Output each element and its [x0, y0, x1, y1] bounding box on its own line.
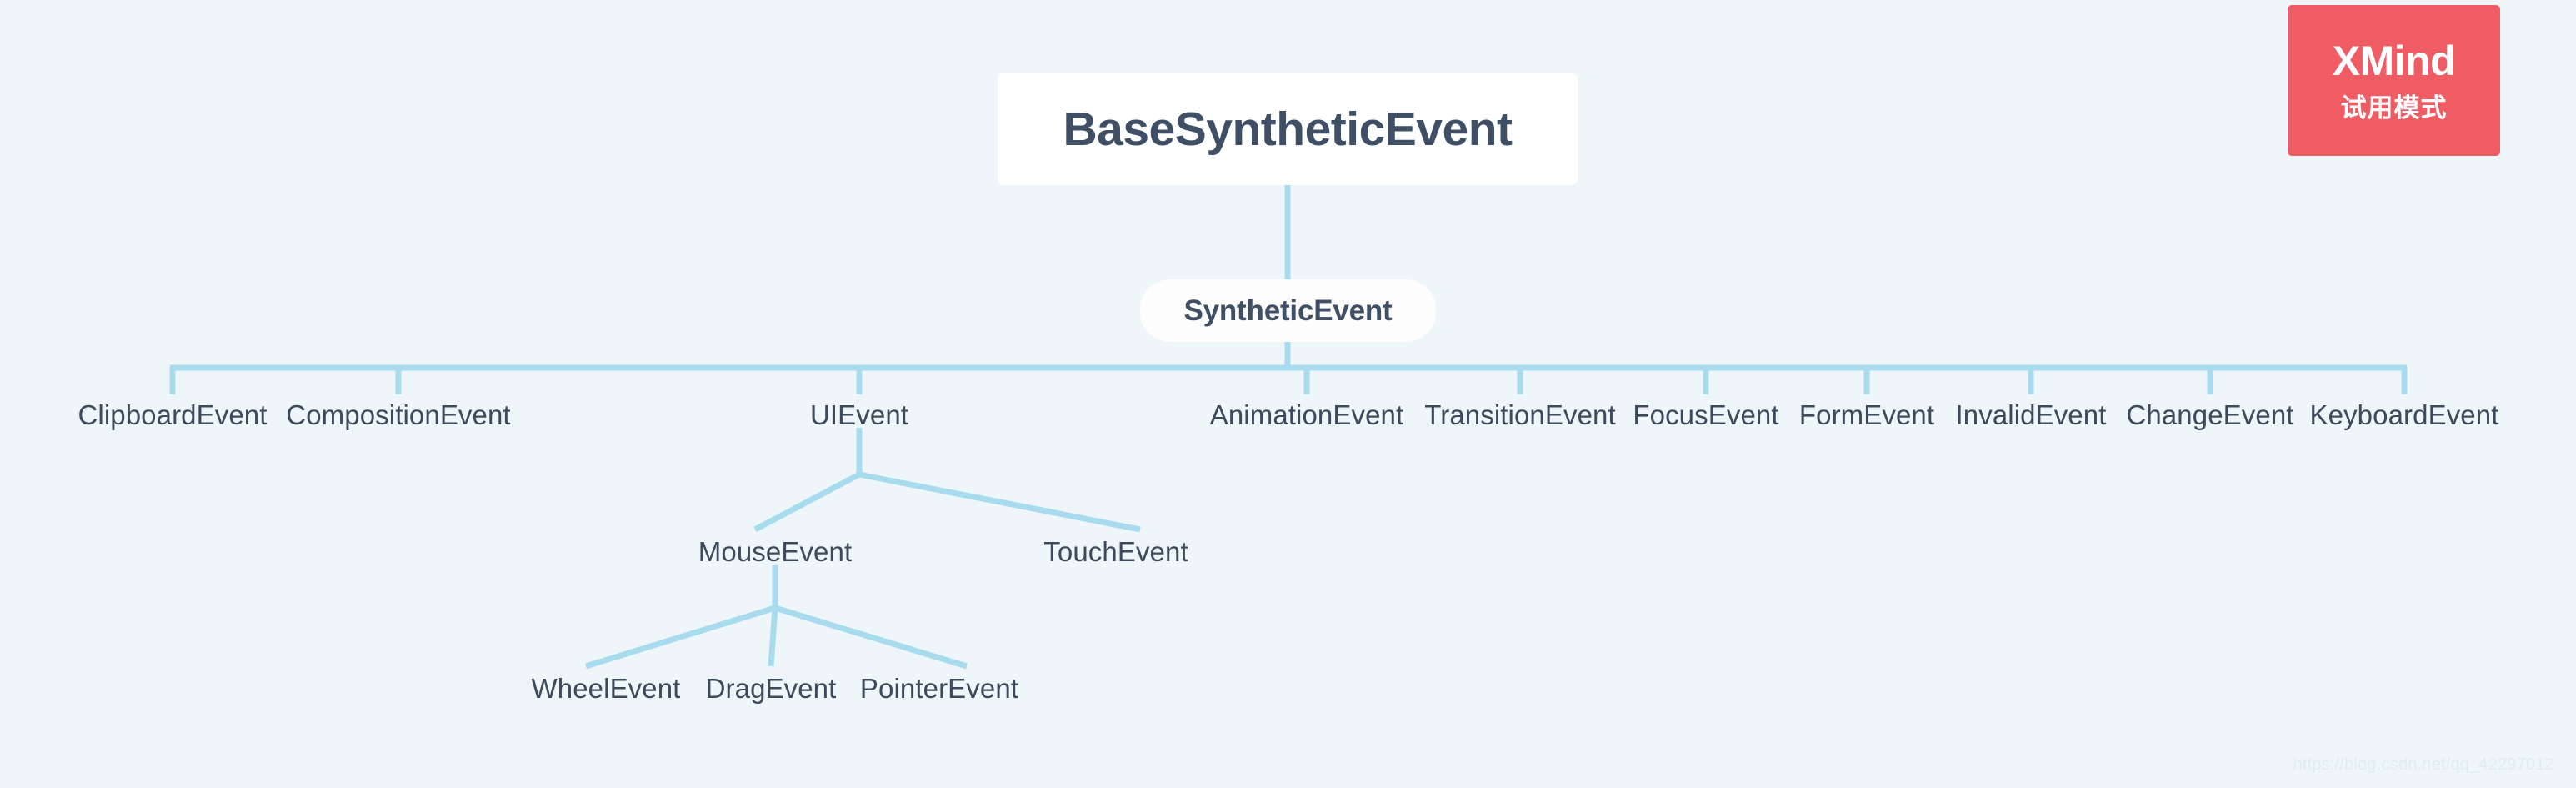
edge-uievent-to-touchevent — [858, 471, 1141, 533]
node-mouseevent-label: MouseEvent — [698, 536, 853, 567]
node-invalidevent[interactable]: InvalidEvent — [1956, 401, 2107, 429]
edge-mouseevent-to-pointerevent — [773, 605, 968, 670]
node-animationevent[interactable]: AnimationEvent — [1210, 401, 1404, 429]
node-focusevent[interactable]: FocusEvent — [1633, 401, 1778, 429]
node-invalidevent-label: InvalidEvent — [1955, 399, 2107, 430]
node-compositionevent[interactable]: CompositionEvent — [286, 401, 510, 429]
node-wheelevent-label: WheelEvent — [531, 673, 681, 704]
xmind-trial-badge: XMind 试用模式 — [2288, 5, 2500, 156]
edge-uievent-to-mouseevent — [753, 471, 861, 533]
node-keyboardevent[interactable]: KeyboardEvent — [2310, 401, 2499, 429]
edge-mouseevent-to-wheelevent — [584, 605, 777, 670]
node-dragevent-label: DragEvent — [705, 673, 837, 704]
node-syntheticevent-label: SyntheticEvent — [1183, 294, 1393, 327]
node-uievent[interactable]: UIEvent — [810, 401, 908, 429]
node-keyboardevent-label: KeyboardEvent — [2309, 399, 2499, 430]
node-transitionevent-label: TransitionEvent — [1424, 399, 1616, 430]
node-mouseevent[interactable]: MouseEvent — [698, 538, 852, 565]
node-pointerevent-label: PointerEvent — [859, 673, 1019, 704]
node-compositionevent-label: CompositionEvent — [286, 399, 511, 430]
root-node-label: BaseSyntheticEvent — [1063, 103, 1513, 156]
node-syntheticevent[interactable]: SyntheticEvent — [1140, 279, 1436, 342]
node-clipboardevent-label: ClipboardEvent — [78, 399, 268, 430]
csdn-watermark: https://blog.csdn.net/qq_42297012 — [2293, 755, 2554, 774]
node-pointerevent[interactable]: PointerEvent — [860, 675, 1018, 702]
node-formevent[interactable]: FormEvent — [1799, 401, 1934, 429]
xmind-badge-subtitle: 试用模式 — [2340, 93, 2448, 123]
node-formevent-label: FormEvent — [1798, 399, 1935, 430]
node-clipboardevent[interactable]: ClipboardEvent — [78, 401, 267, 429]
edge-mouseevent-to-dragevent — [768, 607, 778, 667]
node-wheelevent[interactable]: WheelEvent — [532, 675, 681, 702]
node-changeevent-label: ChangeEvent — [2126, 399, 2294, 430]
node-transitionevent[interactable]: TransitionEvent — [1424, 401, 1616, 429]
xmind-badge-title: XMind — [2332, 38, 2456, 84]
node-focusevent-label: FocusEvent — [1633, 399, 1779, 430]
node-touchevent-label: TouchEvent — [1043, 536, 1188, 567]
node-changeevent[interactable]: ChangeEvent — [2126, 401, 2293, 429]
node-animationevent-label: AnimationEvent — [1209, 399, 1404, 430]
root-node-basesyntheticevent[interactable]: BaseSyntheticEvent — [998, 73, 1578, 185]
node-touchevent[interactable]: TouchEvent — [1043, 538, 1188, 565]
node-dragevent[interactable]: DragEvent — [706, 675, 837, 702]
node-uievent-label: UIEvent — [809, 399, 909, 430]
